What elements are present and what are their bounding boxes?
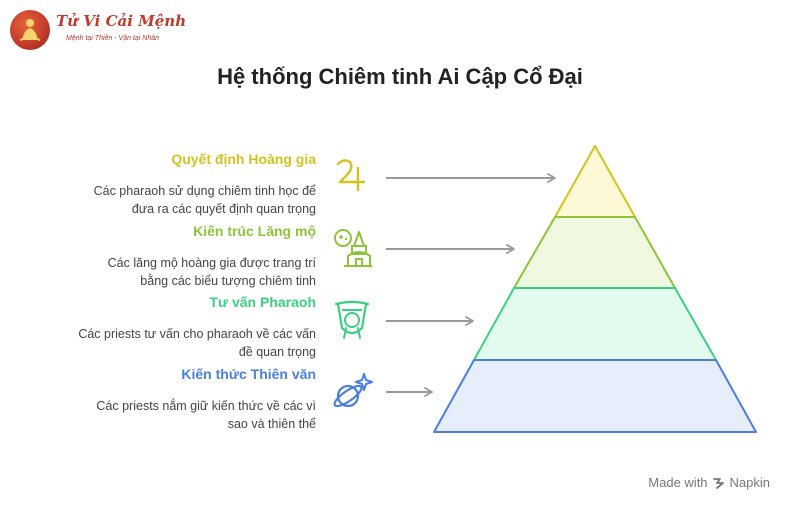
level-heading-astronomy-knowledge: Kiến thức Thiên văn (181, 366, 316, 382)
tomb-icon (334, 229, 372, 267)
level-description-astronomy-knowledge: Các priests nắm giữ kiến thức về các vì … (96, 399, 316, 431)
level-heading-tomb-architecture: Kiến trúc Lăng mộ (193, 223, 316, 239)
level-description-pharaoh-advice: Các priests tư vấn cho pharaoh về các vấ… (78, 327, 316, 359)
site-logo[interactable]: Tử Vi Cải Mệnh Mệnh tại Thiên - Vận tại … (10, 8, 210, 52)
pyramid-tier-pharaoh-advice (473, 287, 717, 361)
pharaoh-headdress-icon (334, 300, 370, 339)
planet-sparkle-icon (333, 373, 373, 408)
pyramid-tier-royal-decision (554, 145, 636, 218)
page-title: Hệ thống Chiêm tinh Ai Cập Cổ Đại (217, 64, 583, 89)
brand-slogan: Mệnh tại Thiên - Vận tại Nhân (66, 35, 159, 42)
level-heading-royal-decision: Quyết định Hoàng gia (171, 151, 316, 167)
made-with-label: Made with (648, 475, 708, 490)
napkin-brand: Napkin (729, 475, 770, 490)
buddha-logo-icon (10, 10, 50, 50)
brand-name: Tử Vi Cải Mệnh (56, 12, 187, 30)
jupiter-symbol-icon (336, 159, 366, 192)
napkin-logo-icon (712, 477, 724, 489)
level-description-tomb-architecture: Các lăng mộ hoàng gia được trang trí bằn… (107, 256, 316, 288)
pyramid-tier-astronomy-knowledge (433, 359, 757, 433)
level-heading-pharaoh-advice: Tư vấn Pharaoh (209, 294, 316, 310)
pyramid-tier-tomb-architecture (513, 216, 676, 289)
level-description-royal-decision: Các pharaoh sử dụng chiêm tinh học để đư… (93, 184, 316, 216)
made-with-napkin[interactable]: Made with Napkin (648, 475, 770, 490)
